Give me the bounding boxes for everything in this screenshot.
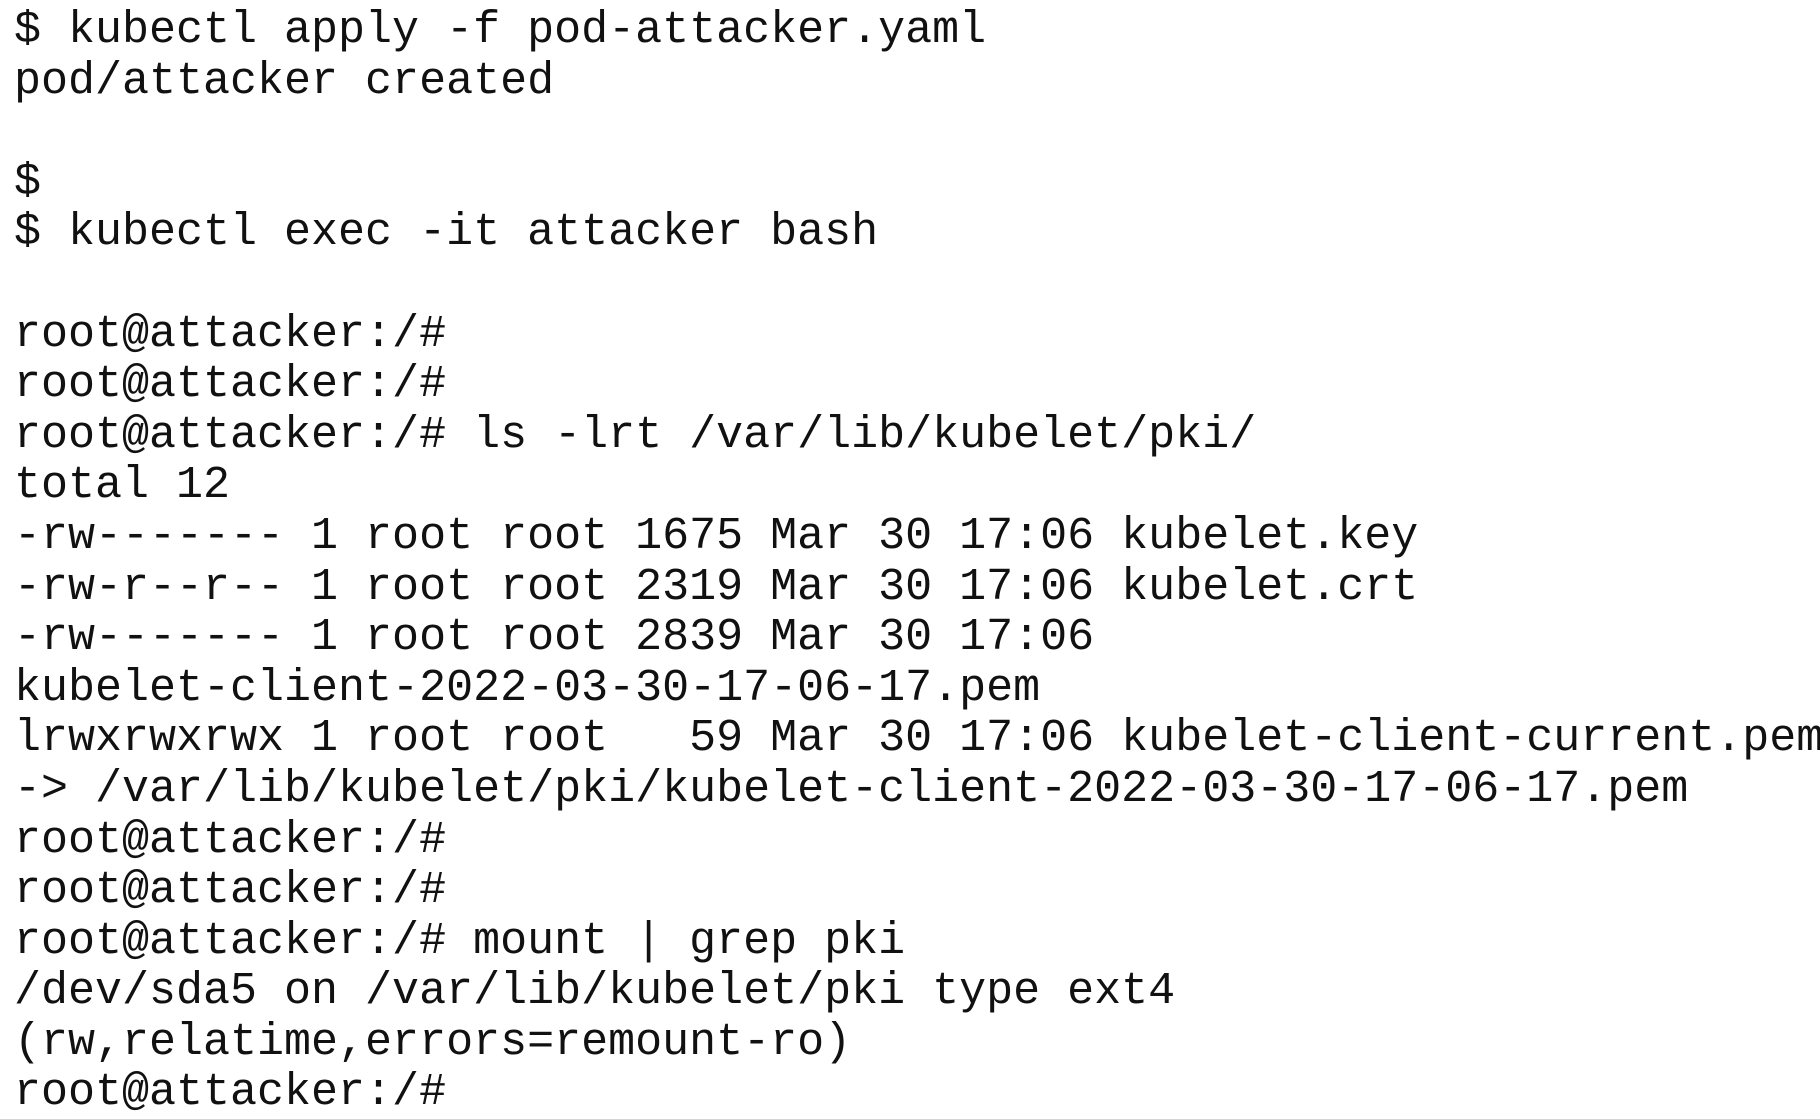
terminal-line-command: $ kubectl apply -f pod-attacker.yaml (14, 5, 987, 56)
terminal-line-prompt: $ (14, 156, 42, 208)
terminal-line-output: -rw------- 1 root root 1675 Mar 30 17:06… (14, 510, 1419, 562)
terminal-line-output: -> /var/lib/kubelet/pki/kubelet-client-2… (14, 763, 1689, 815)
terminal-line-output: -rw------- 1 root root 2839 Mar 30 17:06 (14, 612, 1095, 664)
terminal-line-prompt: root@attacker:/# (14, 814, 447, 866)
terminal-line-command: $ kubectl exec -it attacker bash (14, 207, 879, 259)
terminal-line-output: -rw-r--r-- 1 root root 2319 Mar 30 17:06… (14, 561, 1419, 613)
terminal-line-output: lrwxrwxrwx 1 root root 59 Mar 30 17:06 k… (14, 713, 1820, 765)
terminal-line-prompt: root@attacker:/# (14, 308, 447, 360)
terminal-line-prompt: root@attacker:/# (14, 865, 447, 917)
terminal-line-output: total 12 (14, 460, 231, 512)
terminal-line-command: root@attacker:/# mount | grep pki (14, 915, 906, 967)
terminal-line-output: /dev/sda5 on /var/lib/kubelet/pki type e… (14, 966, 1176, 1018)
terminal-line-output: pod/attacker created (14, 55, 555, 107)
terminal-line-blank (14, 259, 1820, 310)
terminal-line-blank (14, 107, 1820, 158)
terminal-line-output: (rw,relatime,errors=remount-ro) (14, 1016, 852, 1068)
terminal-line-prompt: root@attacker:/# (14, 359, 447, 411)
terminal-line-prompt: root@attacker:/# (14, 1067, 447, 1119)
terminal-line-command: root@attacker:/# ls -lrt /var/lib/kubele… (14, 409, 1257, 461)
terminal-line-output: kubelet-client-2022-03-30-17-06-17.pem (14, 662, 1041, 714)
